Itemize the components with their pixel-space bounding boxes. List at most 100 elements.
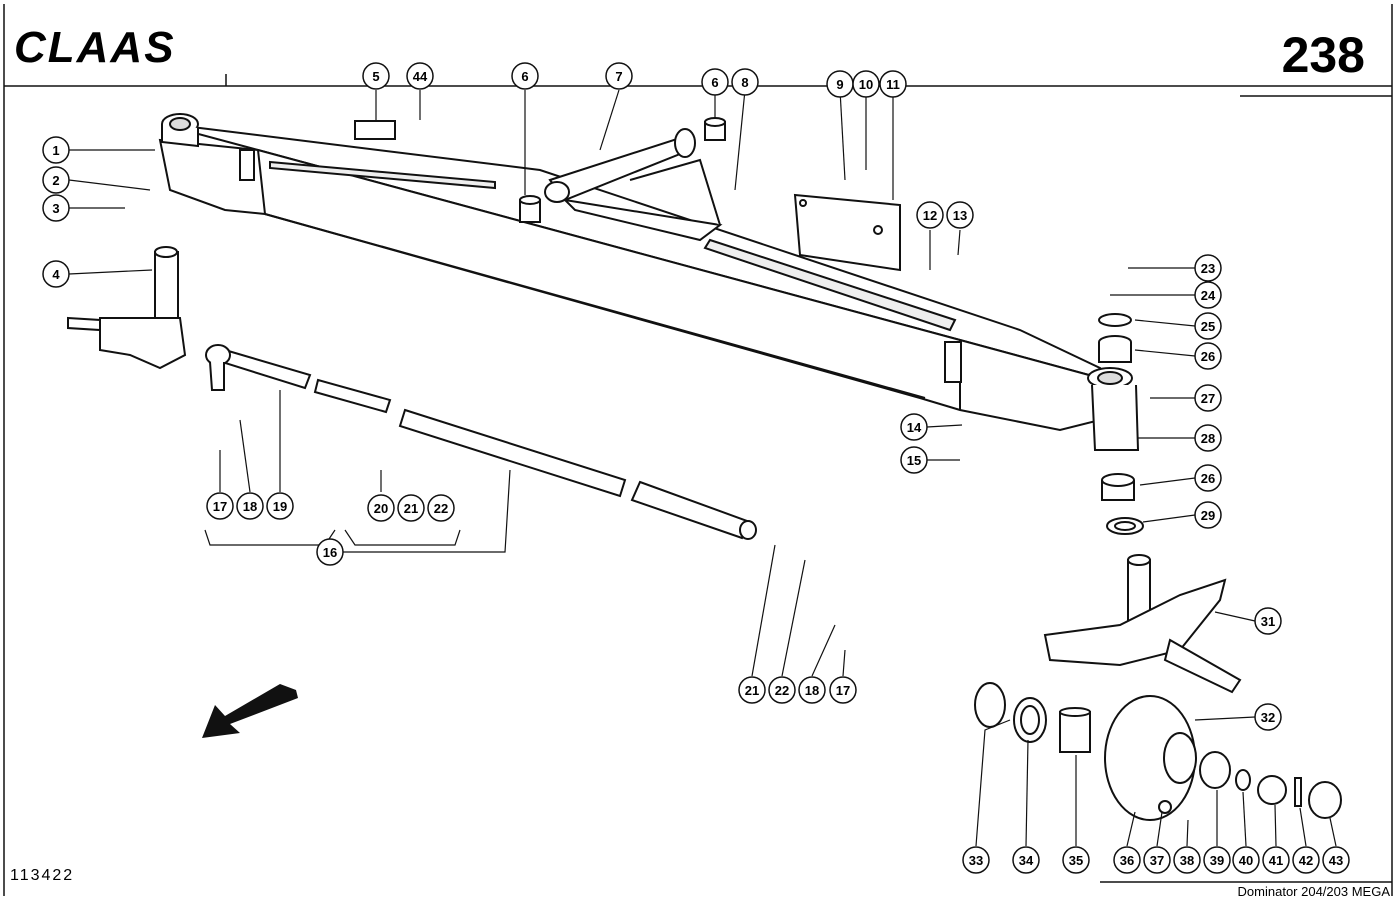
callout-circle (397, 494, 425, 522)
callout-circle (511, 62, 539, 90)
callout-label: 3 (52, 201, 59, 216)
callout-circle (879, 70, 907, 98)
callout-circle (1012, 846, 1040, 874)
callout-c29: 29 (1194, 501, 1222, 529)
callout-circle (1194, 312, 1222, 340)
callout-circle (731, 68, 759, 96)
callout-label: 11 (886, 77, 900, 92)
callout-circle (798, 676, 826, 704)
callout-c8: 8 (731, 68, 759, 96)
callout-c17b: 17 (829, 676, 857, 704)
callout-label: 18 (805, 683, 819, 698)
callout-label: 22 (434, 501, 448, 516)
callout-label: 35 (1069, 853, 1083, 868)
callout-circle (1173, 846, 1201, 874)
callout-label: 14 (907, 420, 922, 435)
callout-label: 26 (1201, 471, 1215, 486)
callout-label: 20 (374, 501, 388, 516)
callout-label: 9 (836, 77, 843, 92)
callout-circle (206, 492, 234, 520)
callout-c34: 34 (1012, 846, 1040, 874)
callout-label: 22 (775, 683, 789, 698)
callout-label: 37 (1150, 853, 1164, 868)
callout-label: 34 (1019, 853, 1034, 868)
callout-circle (1194, 384, 1222, 412)
callout-c31: 31 (1254, 607, 1282, 635)
callout-circle (427, 494, 455, 522)
callout-label: 21 (404, 501, 418, 516)
callout-circle (962, 846, 990, 874)
page-number: 238 (1282, 27, 1365, 83)
callout-label: 41 (1269, 853, 1283, 868)
callout-circle (42, 136, 70, 164)
callout-circle (852, 70, 880, 98)
callout-circle (1194, 254, 1222, 282)
callout-c12: 12 (916, 201, 944, 229)
callout-c10: 10 (852, 70, 880, 98)
callout-label: 7 (615, 69, 622, 84)
callout-label: 19 (273, 499, 287, 514)
callout-c21b: 21 (738, 676, 766, 704)
callout-circle (738, 676, 766, 704)
axle-beam (158, 113, 1140, 451)
callout-circle (1254, 607, 1282, 635)
callout-label: 40 (1239, 853, 1253, 868)
callout-c26a: 26 (1194, 342, 1222, 370)
callout-label: 25 (1201, 319, 1215, 334)
callout-circle (1143, 846, 1171, 874)
kingpin-parts (1098, 313, 1144, 535)
callout-circle (1292, 846, 1320, 874)
callout-c6a: 6 (511, 62, 539, 90)
callout-c4: 4 (42, 260, 70, 288)
callout-circle (1194, 281, 1222, 309)
callout-c22a: 22 (427, 494, 455, 522)
callout-circle (1203, 846, 1231, 874)
callout-label: 32 (1261, 710, 1275, 725)
callout-circle (605, 62, 633, 90)
callout-label: 10 (859, 77, 873, 92)
callout-label: 26 (1201, 349, 1215, 364)
callout-circle (1194, 464, 1222, 492)
steering-knuckle-right (1043, 554, 1242, 694)
callout-c1: 1 (42, 136, 70, 164)
callout-label: 5 (372, 69, 379, 84)
brand-logo: CLAAS (14, 23, 176, 72)
figure-number: 113422 (10, 867, 74, 884)
callout-label: 42 (1299, 853, 1313, 868)
callout-c38: 38 (1173, 846, 1201, 874)
callout-c27: 27 (1194, 384, 1222, 412)
callout-label: 24 (1201, 288, 1216, 303)
callout-label: 2 (52, 173, 59, 188)
callout-label: 4 (52, 267, 60, 282)
callout-circle (316, 538, 344, 566)
callout-c44: 44 (406, 62, 434, 90)
callout-circle (946, 201, 974, 229)
callout-circle (406, 62, 434, 90)
callout-c14: 14 (900, 413, 928, 441)
callout-label: 21 (745, 683, 759, 698)
callout-circle (1194, 342, 1222, 370)
callout-label: 28 (1201, 431, 1215, 446)
callout-label: 39 (1210, 853, 1224, 868)
callout-circle (1232, 846, 1260, 874)
forward-direction-arrow (202, 684, 298, 738)
callout-label: 36 (1120, 853, 1134, 868)
callout-c41: 41 (1262, 846, 1290, 874)
callout-c13: 13 (946, 201, 974, 229)
callout-label: 31 (1261, 614, 1275, 629)
callout-circle (42, 260, 70, 288)
callout-label: 6 (711, 75, 718, 90)
callout-label: 33 (969, 853, 983, 868)
callout-label: 6 (521, 69, 528, 84)
callout-c15: 15 (900, 446, 928, 474)
callout-circle (1062, 846, 1090, 874)
callout-label: 17 (213, 499, 227, 514)
callout-c18b: 18 (798, 676, 826, 704)
callout-label: 12 (923, 208, 937, 223)
callout-label: 15 (907, 453, 921, 468)
callout-label: 13 (953, 208, 967, 223)
callout-circle (1254, 703, 1282, 731)
callout-c43: 43 (1322, 846, 1350, 874)
a-frame-arm (544, 128, 723, 242)
